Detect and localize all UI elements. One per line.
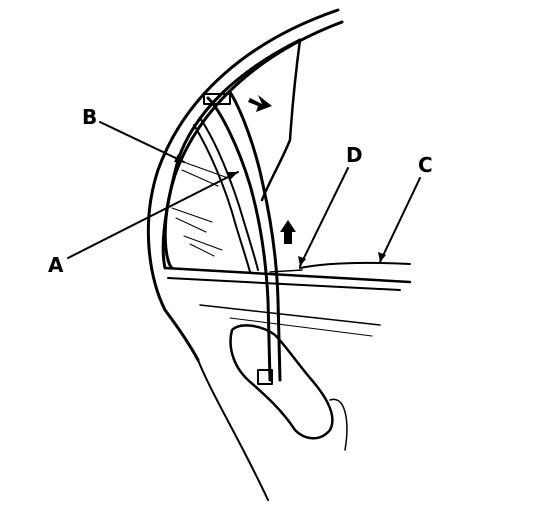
window-glass [171,159,229,257]
callout-label-b: B [82,105,97,129]
window-channel [193,90,282,385]
leader-line-a [67,171,239,259]
callout-label-c: C [418,153,433,177]
window-frame-inner [161,38,302,270]
weatherstrip-c [269,261,411,273]
callout-label-a: A [48,253,64,277]
door-belt-line [163,266,412,337]
leader-line-c [378,177,421,263]
move-arrow-up [280,220,296,244]
callout-label-d: D [346,143,363,167]
door-inner-opening [229,324,348,451]
move-arrow-right [248,95,272,112]
leader-line-b [99,121,185,163]
leader-line-d [298,167,349,267]
